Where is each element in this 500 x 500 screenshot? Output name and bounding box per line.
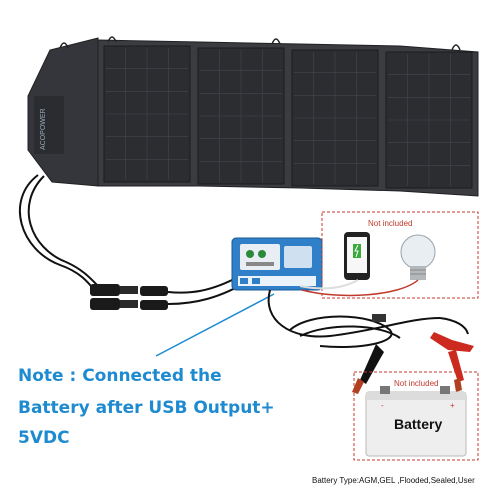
- battery-type-caption: Battery Type:AGM,GEL ,Flooded,Sealed,Use…: [312, 476, 475, 485]
- load-cable: [301, 279, 419, 297]
- panel-brand-text: ACOPOWER: [40, 108, 47, 150]
- panel-body: [97, 39, 479, 197]
- battery-dashed-box: [353, 371, 479, 461]
- battery-clamp-positive: [430, 332, 474, 392]
- note-leader-line: [155, 293, 275, 357]
- battery-icon: [365, 386, 467, 457]
- panel-output-cable: [27, 175, 101, 289]
- battery-terminal-positive: +: [450, 401, 455, 410]
- battery-label: Battery: [394, 416, 443, 432]
- panel-output-cable: [19, 174, 97, 293]
- panel-hanging-loop: [271, 38, 281, 45]
- charge-controller: [231, 237, 323, 291]
- folding-solar-panel: [27, 36, 479, 197]
- mc4-connectors: [90, 284, 168, 310]
- note-line-2: Battery after USB Output+: [18, 398, 275, 418]
- battery-cable-coil: [267, 289, 469, 349]
- panel-hanging-loop: [451, 44, 461, 51]
- battery-clamp-negative: [352, 344, 384, 394]
- light-bulb-icon: [400, 234, 436, 280]
- phone-icon: [344, 232, 370, 280]
- usb-cable: [299, 279, 359, 290]
- battery-not-included-label: Not included: [392, 379, 441, 388]
- usb-load-not-included-label: Not included: [366, 219, 415, 228]
- panel-hanging-loop: [107, 36, 117, 43]
- battery-terminal-negative: -: [381, 401, 384, 410]
- inline-fuse: [372, 314, 386, 322]
- note-line-3: 5VDC: [18, 428, 70, 448]
- note-line-1: Note : Connected the: [18, 366, 222, 386]
- panel-hanging-loop: [59, 42, 69, 49]
- panel-label-patch: [34, 96, 64, 154]
- usb-load-dashed-box: [321, 211, 479, 299]
